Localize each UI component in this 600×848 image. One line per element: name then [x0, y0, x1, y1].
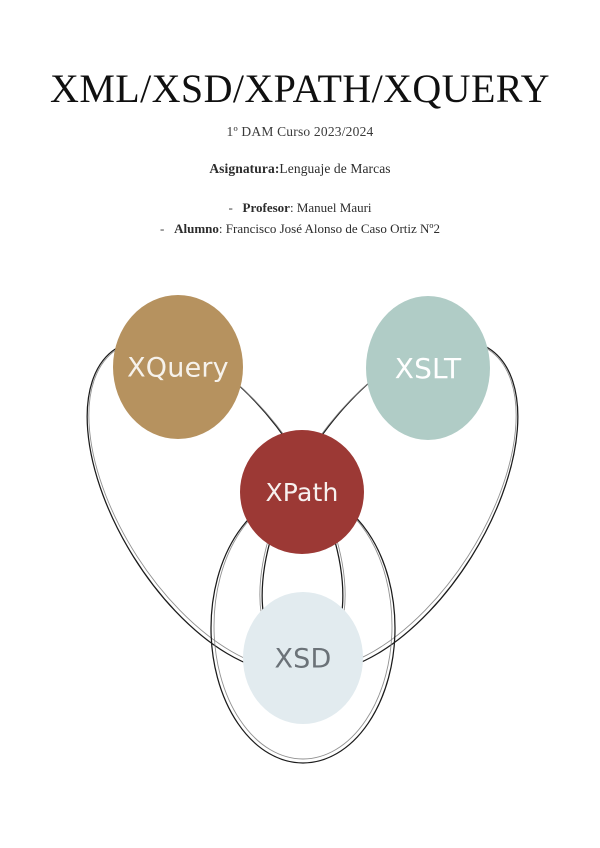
subject-line: Asignatura:Lenguaje de Marcas — [0, 140, 600, 177]
xquery-blob[interactable] — [113, 295, 243, 439]
student-separator: : — [218, 221, 223, 237]
student-value: Francisco José Alonso de Caso Ortiz Nº2 — [225, 221, 440, 237]
course-subtitle: 1º DAM Curso 2023/2024 — [226, 124, 374, 139]
professor-value: Manuel Mauri — [296, 200, 372, 215]
venn-set-xslt[interactable]: XSLT — [366, 296, 490, 440]
venn-set-xsd[interactable]: XSD — [243, 592, 363, 724]
student-label: Alumno — [174, 221, 219, 237]
xsd-blob[interactable] — [243, 592, 363, 724]
professor-separator: : — [289, 200, 294, 215]
professor-label: Profesor — [242, 200, 290, 215]
page-title: XML/XSD/XPATH/XQUERY — [50, 66, 550, 111]
xquery-label: XQuery — [127, 353, 229, 384]
people-block: - Profesor: Manuel Mauri - Alumno: Franc… — [0, 177, 600, 239]
xslt-blob[interactable] — [366, 296, 490, 440]
venn-diagram: XQuery XSLT XPath XSD — [0, 246, 600, 786]
professor-row: - Profesor: Manuel Mauri — [0, 197, 600, 218]
student-row: - Alumno: Francisco José Alonso de Caso … — [0, 218, 600, 239]
venn-set-xquery[interactable]: XQuery — [113, 295, 243, 439]
xslt-label: XSLT — [395, 352, 462, 385]
professor-dash: - — [228, 200, 233, 215]
xsd-label: XSD — [274, 644, 331, 675]
subject-value: Lenguaje de Marcas — [279, 161, 391, 176]
subject-label: Asignatura: — [209, 161, 280, 176]
xpath-label: XPath — [265, 478, 338, 507]
title-block: XML/XSD/XPATH/XQUERY 1º DAM Curso 2023/2… — [0, 0, 600, 239]
venn-diagram-svg: XQuery XSLT XPath XSD — [86, 295, 519, 764]
xpath-blob[interactable] — [240, 430, 364, 554]
student-dash: - — [160, 221, 165, 237]
venn-set-xpath[interactable]: XPath — [240, 430, 364, 554]
